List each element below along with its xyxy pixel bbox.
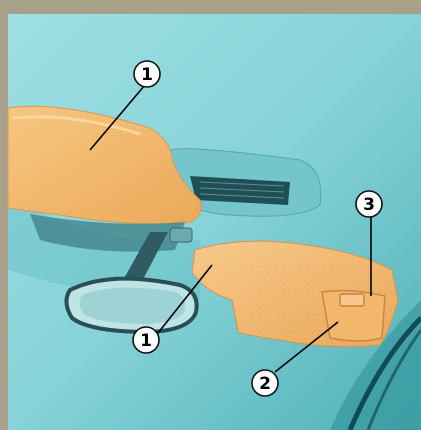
visor-hinge	[170, 228, 192, 242]
callout-2: 2	[252, 370, 278, 396]
callout-1-top-label: 1	[141, 65, 153, 85]
callout-1-bottom: 1	[133, 327, 159, 353]
callout-1-top: 1	[134, 61, 160, 87]
callout-1-bottom-label: 1	[140, 331, 152, 351]
visor-clip	[340, 294, 364, 306]
callout-2-label: 2	[259, 374, 271, 394]
callout-3: 3	[356, 191, 382, 217]
callout-3-label: 3	[363, 195, 375, 215]
